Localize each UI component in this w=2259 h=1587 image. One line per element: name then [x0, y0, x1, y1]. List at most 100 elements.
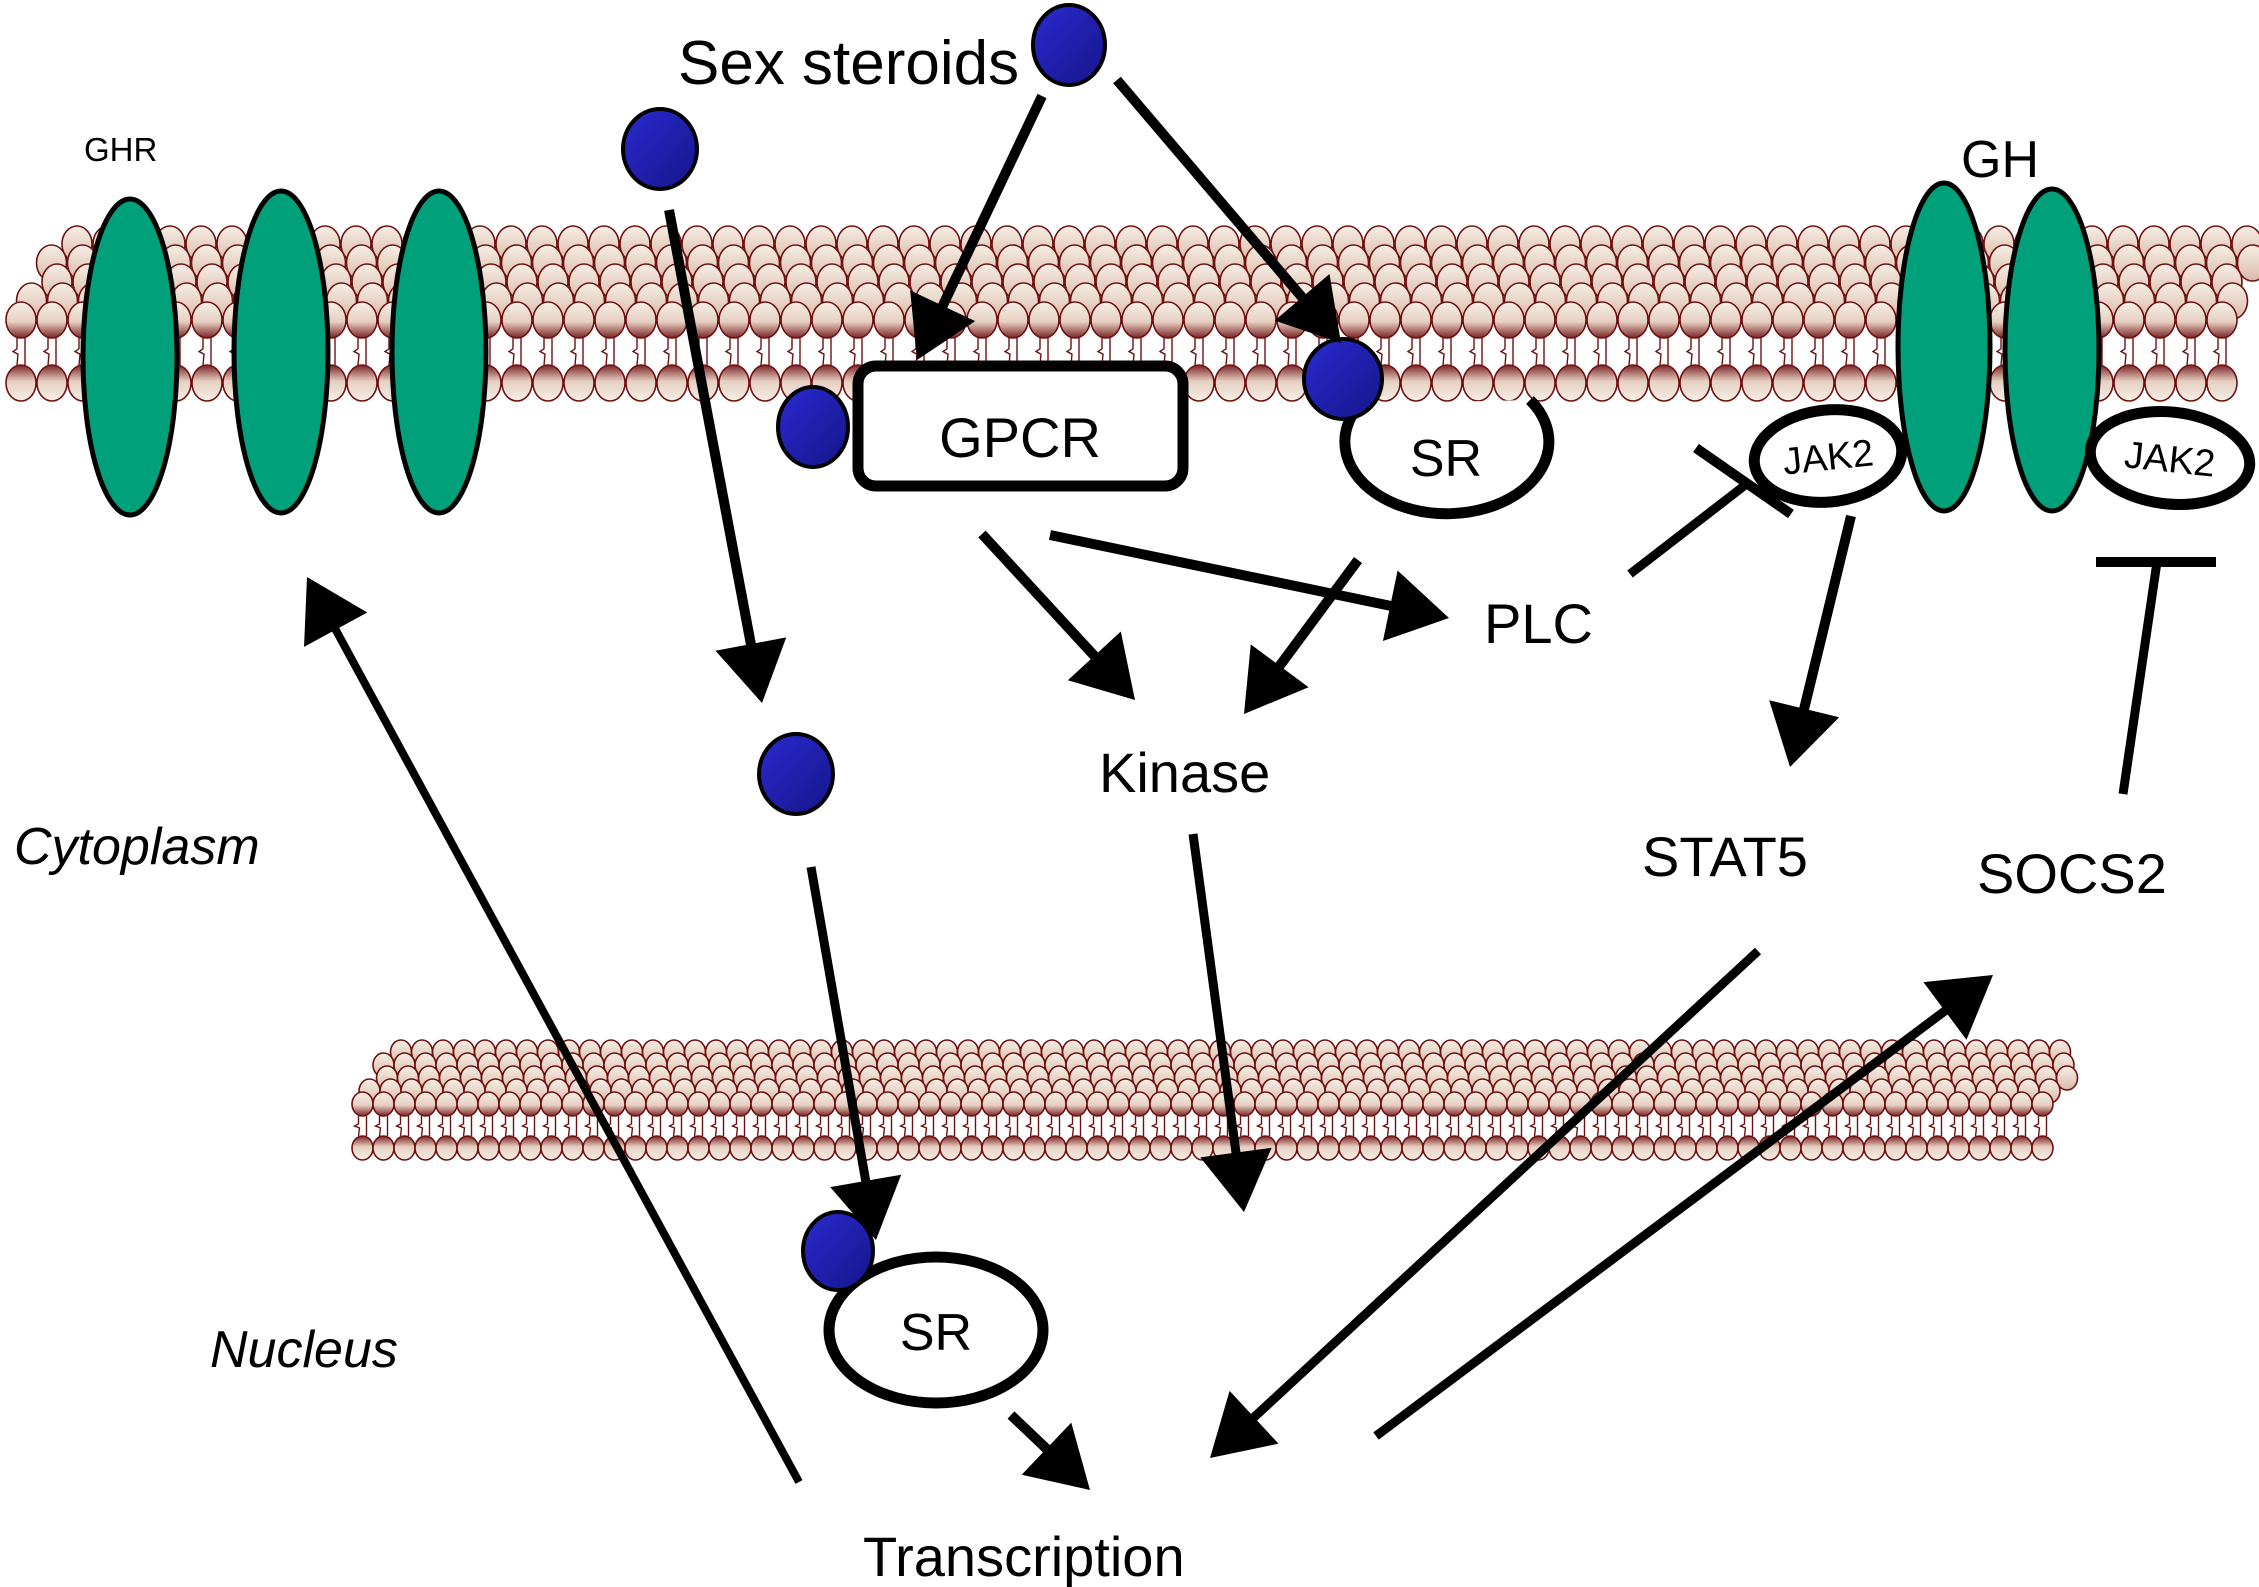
lipid-head [1741, 364, 1773, 402]
arrow-kinase-to-nucleus-shaft [1188, 833, 1241, 1158]
lipid-head [855, 1091, 878, 1117]
lipid-head [1359, 1091, 1382, 1117]
gh-receptor-dimer [1895, 180, 2102, 514]
arrow-transcription-to-socs2-arrowhead [1923, 975, 1993, 1040]
inhibition-plc-jak2-shaft [1627, 482, 1747, 578]
lipid-head [2236, 244, 2259, 282]
lipid-head [2175, 301, 2207, 339]
lipid-tail [1127, 338, 1135, 366]
lipid-head [749, 364, 781, 402]
lipid-head [981, 1135, 1004, 1161]
lipid-head [2031, 1091, 2054, 1117]
lipid-tail [1406, 338, 1414, 366]
gpcr-box [852, 360, 1189, 492]
lipid-tail [1633, 1116, 1642, 1137]
lipid-head [1044, 1091, 1067, 1117]
lipid-head [1716, 1091, 1739, 1117]
lipid-head [2113, 364, 2145, 402]
lipid-head [1002, 1135, 1025, 1161]
lipid-tail [1437, 338, 1445, 366]
lipid-head [1369, 301, 1401, 339]
lipid-tail [1840, 338, 1848, 366]
lipid-tail [1108, 1116, 1117, 1137]
lipid-tail [662, 338, 670, 366]
lipid-head [414, 1091, 437, 1117]
lipid-tail [373, 1116, 382, 1137]
lipid-tail [1995, 338, 2003, 366]
arrow-steroid-to-nuclear-sr-arrowhead [830, 1174, 902, 1240]
lipid-head [780, 301, 812, 339]
lipid-head [1926, 1135, 1949, 1161]
lipid-tail [1685, 338, 1693, 366]
lipid-head [2206, 301, 2238, 339]
lipid-head [1443, 1091, 1466, 1117]
lipid-tail [2212, 338, 2220, 366]
lipid-head [1338, 1091, 1361, 1117]
lipid-head [1233, 1091, 1256, 1117]
lipid-head [939, 1135, 962, 1161]
lipid-tail [709, 1116, 718, 1137]
lipid-head [2031, 1135, 2054, 1161]
lipid-tail [394, 1116, 403, 1137]
lipid-tail [817, 338, 825, 366]
lipid-head [435, 1091, 458, 1117]
lipid-head [1028, 301, 1060, 339]
lipid-tail [507, 338, 515, 366]
lipid-tail [1087, 1116, 1096, 1137]
lipid-head [771, 1091, 794, 1117]
lipid-head [191, 301, 223, 339]
inhibition-plc-jak2 [1627, 443, 1794, 578]
lipid-head [1710, 301, 1742, 339]
lipid-tail [961, 1116, 970, 1137]
lipid-tail [1375, 338, 1383, 366]
jak2-right-shape [2084, 405, 2256, 511]
lipid-tail [898, 1116, 907, 1137]
arrow-gpcr-to-plc [1048, 530, 1449, 642]
arrow-steroids-to-gpcr-arrowhead [910, 290, 976, 360]
jak2-right: JAK2 [2084, 405, 2256, 511]
lipid-tail [1003, 338, 1011, 366]
lipid-head [1245, 364, 1277, 402]
lipid-head [1989, 1091, 2012, 1117]
lipid-head [1779, 1135, 1802, 1161]
lipid-head [477, 1091, 500, 1117]
lipid-head [960, 1135, 983, 1161]
lipid-head [1772, 364, 1804, 402]
lipid-head [1359, 1135, 1382, 1161]
lipid-tail [1612, 1116, 1621, 1137]
lipid-head [532, 301, 564, 339]
lipid-tail [569, 338, 577, 366]
lipid-head [1462, 301, 1494, 339]
lipid-tail [352, 338, 360, 366]
lipid-head [1772, 301, 1804, 339]
membrane-sr-shape [1339, 396, 1555, 520]
lipid-tail [415, 1116, 424, 1137]
lipid-head [876, 1135, 899, 1161]
lipid-tail [755, 338, 763, 366]
lipid-head [501, 301, 533, 339]
lipid-head [1400, 301, 1432, 339]
arrow-transcription-to-ghr-shaft [330, 624, 803, 1484]
lipid-tail [1499, 338, 1507, 366]
lipid-head [1317, 1091, 1340, 1117]
lipid-head [1679, 364, 1711, 402]
lipid-head [718, 364, 750, 402]
lipid-head [1170, 1091, 1193, 1117]
lipid-tail [478, 1116, 487, 1137]
lipid-head [811, 301, 843, 339]
lipid-tail [1297, 1116, 1306, 1137]
lipid-tail [814, 1116, 823, 1137]
lipid-tail [631, 338, 639, 366]
lipid-tail [73, 338, 81, 366]
lipid-tail [1024, 1116, 1033, 1137]
lipid-head [729, 1135, 752, 1161]
lipid-head [1947, 1135, 1970, 1161]
lipid-tail [1339, 1116, 1348, 1137]
lipid-head [2010, 1135, 2033, 1161]
lipid-tail [1468, 338, 1476, 366]
lipid-head [1737, 1091, 1760, 1117]
arrow-steroids-to-gpcr-shaft [936, 93, 1047, 312]
lipid-tail [538, 338, 546, 366]
lipid-tail [1129, 1116, 1138, 1137]
lipid-head [750, 1091, 773, 1117]
